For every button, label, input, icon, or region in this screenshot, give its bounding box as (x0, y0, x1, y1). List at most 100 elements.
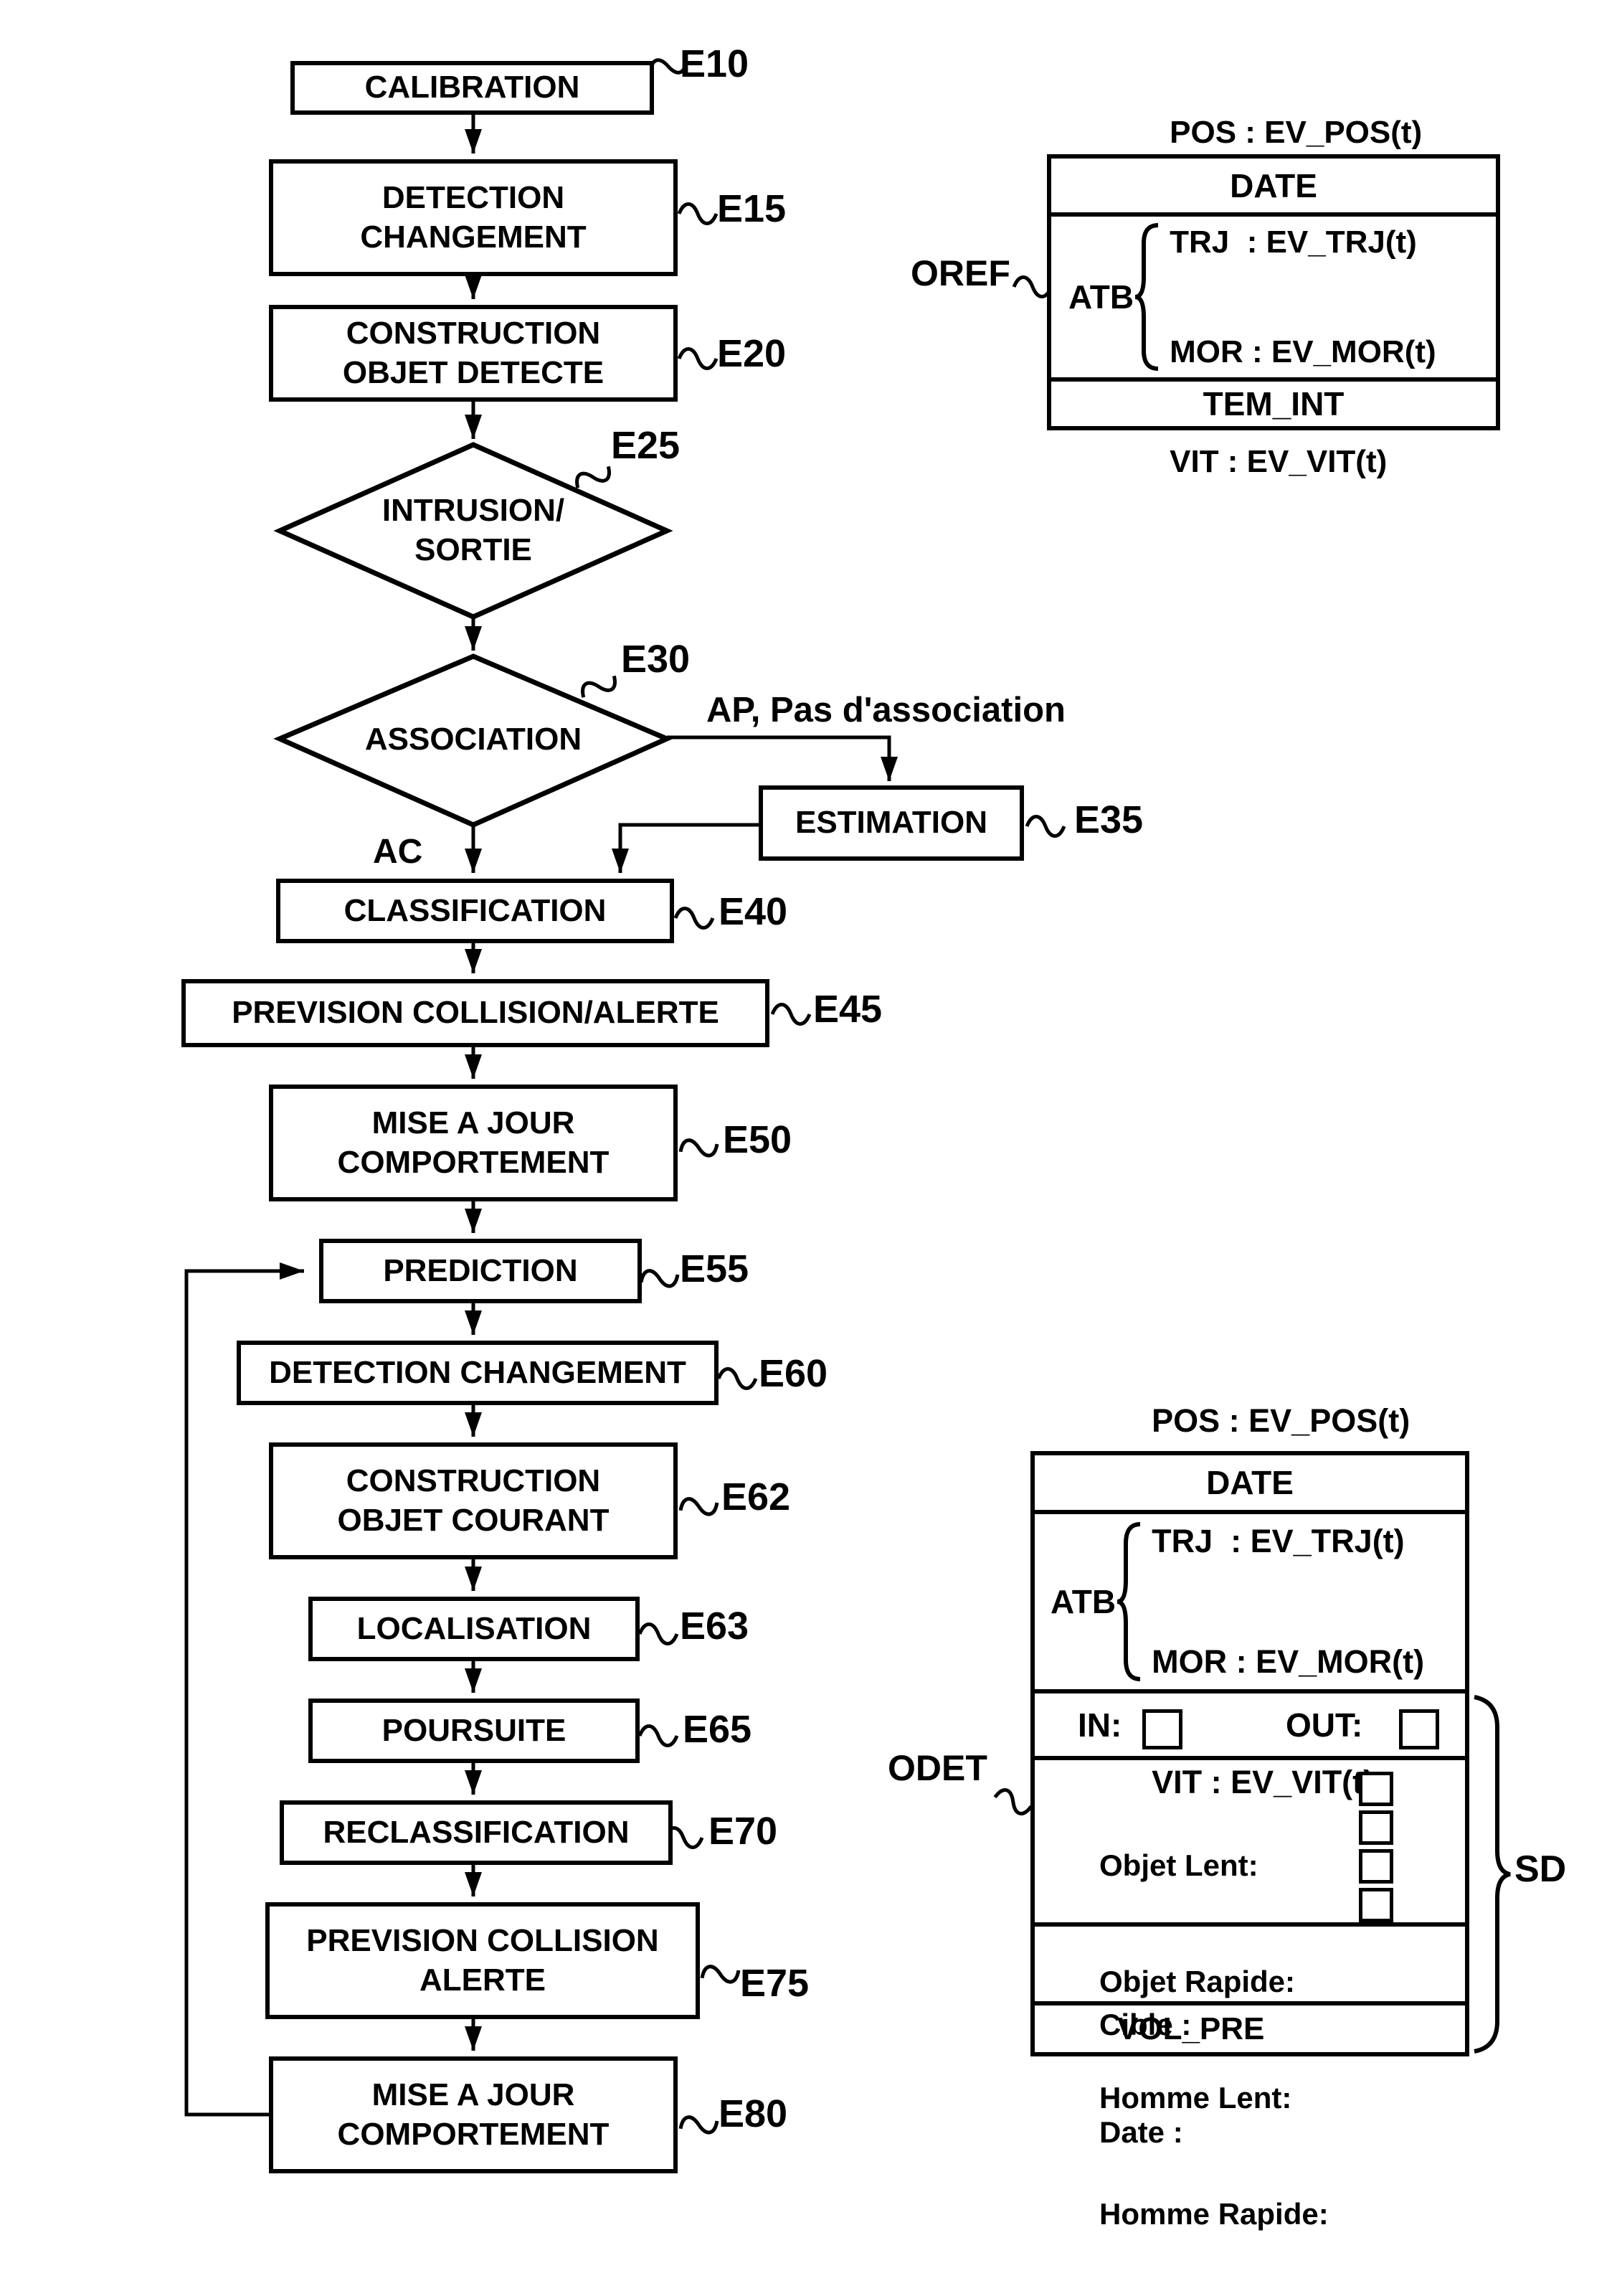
odet-atb-name: ATB (1051, 1582, 1116, 1621)
ref-label-e40: E40 (719, 889, 787, 934)
ref-label-e35: E35 (1074, 798, 1143, 842)
squiggle-e15 (679, 204, 716, 224)
flow-step-e25-label: INTRUSION/ SORTIE (382, 491, 564, 570)
ref-label-e50: E50 (723, 1118, 792, 1162)
odet-out-label: OUT: (1286, 1706, 1362, 1744)
oref-attr-trj: TRJ : EV_TRJ(t) (1170, 224, 1436, 260)
odet-checkbox-objet-rapide (1359, 1810, 1393, 1845)
odet-date-field: Date : (1099, 2115, 1191, 2150)
odet-out-checkbox (1399, 1709, 1439, 1749)
ref-label-e80: E80 (719, 2092, 787, 2136)
flow-step-e10: CALIBRATION (290, 61, 654, 115)
flow-step-e70: RECLASSIFICATION (280, 1800, 673, 1865)
squiggle-e63 (640, 1625, 677, 1644)
odet-attr-pos: POS : EV_POS(t) (1152, 1401, 1424, 1441)
oref-footer-row: TEM_INT (1051, 377, 1496, 426)
flow-step-e45: PREVISION COLLISION/ALERTE (181, 979, 769, 1047)
odet-vol-pre: VOL_PRE (1117, 2011, 1264, 2047)
ref-label-e60: E60 (759, 1351, 828, 1396)
ref-label-e20: E20 (717, 331, 786, 376)
flow-step-e62-label: CONSTRUCTION OBJET COURANT (338, 1462, 610, 1540)
ref-label-e70: E70 (708, 1809, 777, 1853)
flow-step-e80: MISE A JOUR COMPORTEMENT (269, 2056, 678, 2173)
ref-label-e15: E15 (717, 186, 786, 231)
flow-step-e70-label: RECLASSIFICATION (323, 1813, 630, 1853)
flow-step-e80-label: MISE A JOUR COMPORTEMENT (338, 2076, 610, 2154)
sd-label: SD (1514, 1848, 1566, 1891)
flow-step-e75-label: PREVISION COLLISION ALERTE (306, 1922, 658, 2000)
flow-step-e40-label: CLASSIFICATION (344, 892, 607, 931)
flow-step-e75: PREVISION COLLISION ALERTE (265, 1902, 700, 2019)
odet-atb-row: ATB POS : EV_POS(t) TRJ : EV_TRJ(t) MOR … (1035, 1510, 1465, 1689)
squiggle-e20 (679, 349, 716, 369)
flow-step-e40: CLASSIFICATION (276, 879, 674, 943)
flow-step-e10-label: CALIBRATION (365, 68, 580, 108)
odet-checkbox-homme-lent (1359, 1849, 1393, 1884)
flow-step-e55-label: PREDICTION (383, 1252, 577, 1291)
odet-checkbox-homme-rapide (1359, 1888, 1393, 1922)
ref-label-e65: E65 (683, 1707, 752, 1752)
oref-attributes: POS : EV_POS(t) TRJ : EV_TRJ(t) MOR : EV… (1170, 41, 1436, 553)
oref-atb-name: ATB (1068, 278, 1134, 316)
oref-attr-vit: VIT : EV_VIT(t) (1170, 443, 1436, 480)
oref-atb-brace (1135, 223, 1167, 371)
ref-label-e25: E25 (611, 423, 680, 468)
odet-attr-trj: TRJ : EV_TRJ(t) (1152, 1521, 1424, 1562)
flow-step-e60: DETECTION CHANGEMENT (237, 1341, 719, 1405)
ref-label-e10: E10 (680, 42, 749, 86)
oref-attr-mor: MOR : EV_MOR(t) (1170, 334, 1436, 370)
flow-step-e50-label: MISE A JOUR COMPORTEMENT (338, 1104, 610, 1182)
flow-step-e30-label: ASSOCIATION (365, 720, 582, 760)
odet-in-label: IN: (1078, 1706, 1122, 1744)
odet-class-objet-lent: Objet Lent: (1099, 1846, 1329, 1885)
flow-step-e60-label: DETECTION CHANGEMENT (269, 1353, 686, 1393)
flow-step-e55: PREDICTION (319, 1239, 642, 1303)
oref-label: OREF (911, 252, 1010, 294)
squiggle-e30 (578, 668, 620, 705)
squiggle-e60 (719, 1369, 756, 1389)
oref-atb-row: ATB POS : EV_POS(t) TRJ : EV_TRJ(t) MOR … (1051, 212, 1496, 377)
flow-step-e20-label: CONSTRUCTION OBJET DETECTE (343, 314, 604, 392)
arrow-e35-e40 (620, 825, 759, 873)
odet-footer-row: VOL_PRE (1035, 2001, 1465, 2052)
squiggle-e50 (678, 1135, 719, 1161)
squiggle-e80 (678, 2112, 719, 2138)
ref-label-e62: E62 (721, 1475, 790, 1519)
flow-step-e63: LOCALISATION (308, 1597, 640, 1661)
flow-step-e15-label: DETECTION CHANGEMENT (360, 179, 586, 257)
oref-tem-int: TEM_INT (1203, 384, 1345, 423)
ref-label-e30: E30 (621, 637, 690, 681)
flow-step-e45-label: PREVISION COLLISION/ALERTE (232, 993, 719, 1033)
ref-label-e55: E55 (680, 1247, 749, 1291)
squiggle-e55 (639, 1265, 679, 1292)
squiggle-oref (1014, 278, 1051, 297)
oref-structure: DATE ATB POS : EV_POS(t) TRJ : EV_TRJ(t)… (1047, 154, 1500, 430)
flow-step-e65-label: POURSUITE (382, 1711, 566, 1751)
flow-step-e25: INTRUSION/ SORTIE (316, 483, 631, 578)
ref-label-e63: E63 (680, 1604, 749, 1648)
odet-inout-row: IN: OUT: (1035, 1689, 1465, 1756)
odet-atb-brace (1117, 1522, 1149, 1681)
odet-structure: DATE ATB POS : EV_POS(t) TRJ : EV_TRJ(t)… (1030, 1451, 1469, 2056)
flow-step-e15: DETECTION CHANGEMENT (269, 159, 678, 276)
odet-target-fields: Cible : Date : (1099, 1935, 1191, 2222)
squiggle-e40 (675, 909, 713, 928)
squiggle-odet (992, 1788, 1033, 1816)
odet-target-row: Cible : Date : (1035, 1922, 1465, 2001)
squiggle-e45 (772, 1005, 810, 1024)
squiggle-e62 (678, 1493, 719, 1520)
flow-step-e63-label: LOCALISATION (357, 1610, 592, 1649)
odet-checkbox-objet-lent (1359, 1772, 1393, 1806)
flow-step-e62: CONSTRUCTION OBJET COURANT (269, 1442, 678, 1559)
branch-label-ac: AC (373, 832, 422, 871)
oref-attr-pos: POS : EV_POS(t) (1170, 114, 1436, 151)
odet-classes-row: Objet Lent: Objet Rapide: Homme Lent: Ho… (1035, 1756, 1465, 1922)
squiggle-e35 (1027, 817, 1064, 836)
arrow-e30-e35-ap (667, 737, 889, 781)
ref-label-e45: E45 (813, 987, 882, 1031)
sd-brace (1474, 1697, 1510, 2051)
odet-in-checkbox (1142, 1709, 1182, 1749)
flow-step-e35: ESTIMATION (759, 785, 1024, 861)
squiggle-e75 (700, 1961, 740, 1988)
